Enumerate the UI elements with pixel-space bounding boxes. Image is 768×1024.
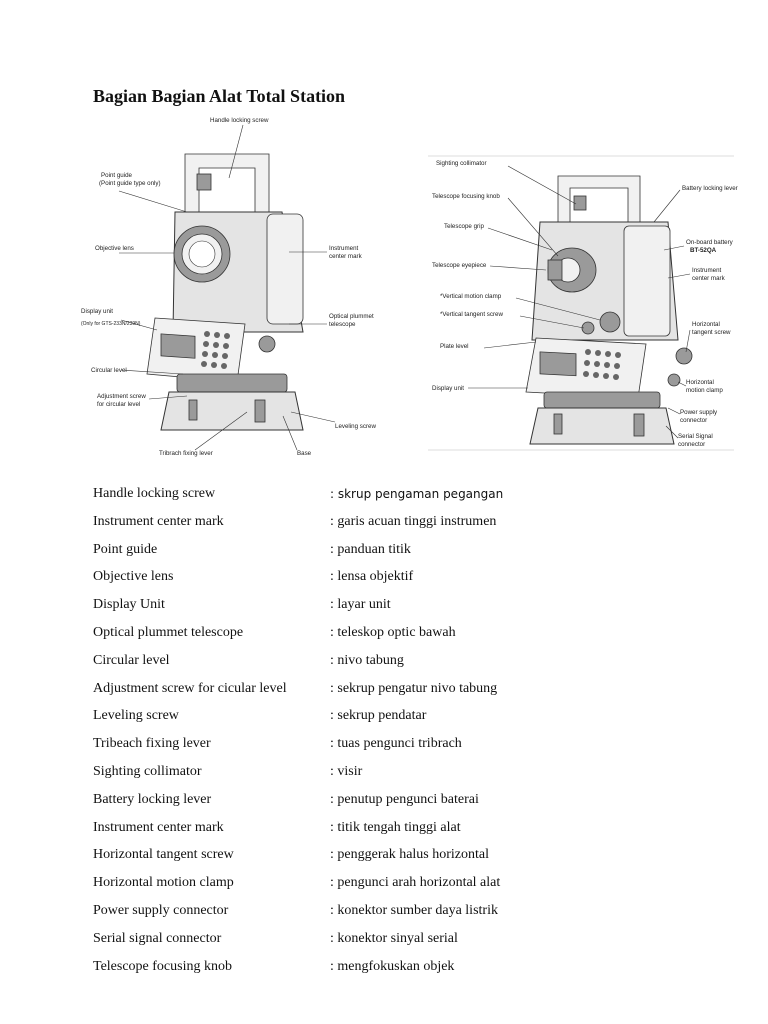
label-telescope-focusing-knob: Telescope focusing knob xyxy=(432,193,500,200)
part-term: Battery locking lever xyxy=(93,791,212,807)
label-instrument-center-mark-right-2: center mark xyxy=(692,275,726,282)
list-item: Telescope focusing knob : mengfokuskan ob… xyxy=(93,957,733,985)
part-definition: : teleskop optic bawah xyxy=(330,624,456,640)
total-station-front-diagram: Handle locking screw Point guide (Point … xyxy=(77,112,407,462)
list-item: Handle locking screw : skrup pengaman peg… xyxy=(93,484,733,512)
list-item: Sighting collimator : visir xyxy=(93,762,733,790)
label-optical-plummet-2: telescope xyxy=(329,321,356,328)
label-circular-level: Circular level xyxy=(91,367,127,374)
list-item: Tribeach fixing lever : tuas pengunci tri… xyxy=(93,734,733,762)
label-point-guide: Point guide xyxy=(101,172,133,179)
part-term: Sighting collimator xyxy=(93,763,202,779)
part-definition: : konektor sinyal serial xyxy=(330,930,458,946)
label-horizontal-tangent-screw-2: tangent screw xyxy=(692,329,731,336)
list-item: Horizontal tangent screw : penggerak halu… xyxy=(93,845,733,873)
label-horizontal-motion-clamp: Horizontal xyxy=(686,379,714,386)
list-item: Horizontal motion clamp : pengunci arah h… xyxy=(93,873,733,901)
part-definition: : penggerak halus horizontal xyxy=(330,847,490,863)
part-term: Power supply connector xyxy=(93,902,229,918)
label-objective-lens: Objective lens xyxy=(95,245,134,252)
list-item: Display Unit : layar unit xyxy=(93,595,733,623)
list-item: Circular level : nivo tabung xyxy=(93,651,733,679)
label-point-guide-note: (Point guide type only) xyxy=(99,180,161,187)
part-definition: : lensa objektif xyxy=(330,569,414,585)
list-item: Instrument center mark : garis acuan ting… xyxy=(93,512,733,540)
list-item: Objective lens : lensa objektif xyxy=(93,567,733,595)
page-title: Bagian Bagian Alat Total Station xyxy=(93,86,346,106)
total-station-side-diagram: Sighting collimator Telescope focusing k… xyxy=(428,152,738,457)
part-definition: : layar unit xyxy=(330,597,391,613)
part-definition: : garis acuan tinggi instrumen xyxy=(330,513,497,529)
part-definition: : nivo tabung xyxy=(330,652,404,668)
label-battery-locking-lever: Battery locking lever xyxy=(682,185,738,192)
list-item: Optical plummet telescope : teleskop opti… xyxy=(93,623,733,651)
label-sighting-collimator: Sighting collimator xyxy=(436,160,487,167)
label-serial-signal-connector: Serial Signal xyxy=(678,433,713,440)
instrument-drawing-front xyxy=(146,153,304,431)
part-definition: : tuas pengunci tribrach xyxy=(330,736,462,752)
list-item: Battery locking lever : penutup pengunci … xyxy=(93,790,733,818)
part-term: Handle locking screw xyxy=(93,486,216,501)
list-item: Adjustment screw for cicular level : sekr… xyxy=(93,679,733,707)
part-term: Horizontal tangent screw xyxy=(93,847,234,863)
label-instrument-center-mark-2: center mark xyxy=(329,253,363,260)
part-term: Telescope focusing knob xyxy=(93,958,232,974)
list-item: Instrument center mark : titik tengah tin… xyxy=(93,818,733,846)
label-telescope-grip: Telescope grip xyxy=(444,223,484,230)
label-tribrach-fixing-lever: Tribrach fixing lever xyxy=(159,450,213,457)
part-definition: : panduan titik xyxy=(330,541,411,557)
part-definition: : mengfokuskan objek xyxy=(330,958,455,974)
part-definition: : sekrup pendatar xyxy=(330,708,427,724)
label-power-supply-connector: Power supply xyxy=(680,409,718,416)
label-adjustment-screw-2: for circular level xyxy=(97,401,140,408)
instrument-drawing-side xyxy=(525,175,693,445)
label-adjustment-screw: Adjustment screw xyxy=(97,393,146,400)
part-term: Tribeach fixing lever xyxy=(93,736,211,752)
part-definition: : pengunci arah horizontal alat xyxy=(330,875,501,891)
part-term: Horizontal motion clamp xyxy=(93,875,234,891)
part-term: Objective lens xyxy=(93,569,174,585)
label-serial-signal-connector-2: connector xyxy=(678,441,705,448)
label-plate-level: Plate level xyxy=(440,343,469,350)
part-term: Adjustment screw for cicular level xyxy=(93,680,287,696)
label-vertical-tangent-screw: *Vertical tangent screw xyxy=(440,311,503,318)
part-definition: : konektor sumber daya listrik xyxy=(330,902,498,918)
part-term: Leveling screw xyxy=(93,708,179,724)
label-power-supply-connector-2: connector xyxy=(680,417,707,424)
part-definition: : visir xyxy=(330,763,363,779)
label-horizontal-motion-clamp-2: motion clamp xyxy=(686,387,723,394)
label-telescope-eyepiece: Telescope eyepiece xyxy=(432,262,487,269)
label-instrument-center-mark-right: Instrument xyxy=(692,267,722,274)
part-definition: : penutup pengunci baterai xyxy=(330,791,479,807)
label-horizontal-tangent-screw: Horizontal xyxy=(692,321,720,328)
part-term: Optical plummet telescope xyxy=(93,624,244,640)
label-base: Base xyxy=(297,450,312,457)
label-optical-plummet: Optical plummet xyxy=(329,313,374,320)
part-term: Circular level xyxy=(93,652,170,668)
label-onboard-battery-model: BT-52QA xyxy=(690,247,717,254)
part-term: Display Unit xyxy=(93,597,165,613)
part-definition: : sekrup pengatur nivo tabung xyxy=(330,680,498,696)
label-vertical-motion-clamp: *Vertical motion clamp xyxy=(440,293,502,300)
list-item: Power supply connector : konektor sumber … xyxy=(93,901,733,929)
label-onboard-battery: On-board battery xyxy=(686,239,734,246)
label-display-unit-note: (Only for GTS-233N/239N) xyxy=(81,321,141,327)
parts-list: Handle locking screw : skrup pengaman peg… xyxy=(93,484,733,984)
label-display-unit: Display unit xyxy=(81,308,113,315)
label-handle-locking-screw: Handle locking screw xyxy=(210,117,269,124)
part-definition: : titik tengah tinggi alat xyxy=(330,819,461,835)
list-item: Point guide : panduan titik xyxy=(93,540,733,568)
part-definition: : skrup pengaman pegangan xyxy=(330,487,504,501)
label-instrument-center-mark: Instrument xyxy=(329,245,359,252)
part-term: Serial signal connector xyxy=(93,930,222,946)
part-term: Point guide xyxy=(93,541,158,557)
part-term: Instrument center mark xyxy=(93,513,224,529)
label-leveling-screw: Leveling screw xyxy=(335,423,376,430)
list-item: Leveling screw : sekrup pendatar xyxy=(93,706,733,734)
label-display-unit-right: Display unit xyxy=(432,385,464,392)
part-term: Instrument center mark xyxy=(93,819,224,835)
list-item: Serial signal connector : konektor sinyal… xyxy=(93,929,733,957)
